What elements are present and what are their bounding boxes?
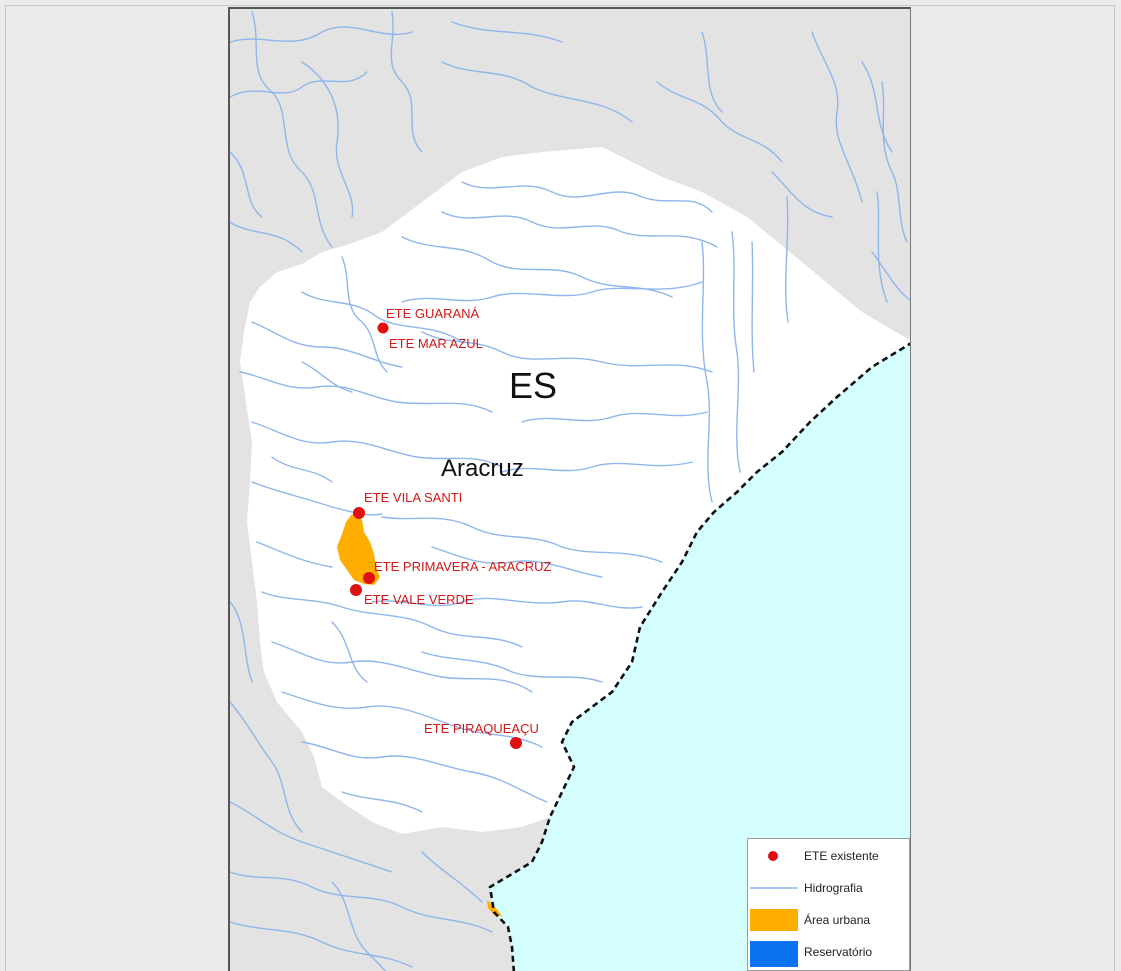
station-piraqueacu-dot[interactable] — [510, 737, 522, 749]
map-legend: ETE existente Hidrografia Área urbana Re… — [747, 838, 910, 971]
legend-item-area-urbana: Área urbana — [748, 905, 909, 935]
map-panel[interactable]: ETE GUARANÁ ETE MAR AZUL ETE VILA SANTI … — [228, 7, 911, 971]
station-label-piraqueacu: ETE PIRAQUEAÇU — [424, 721, 539, 736]
legend-label-ete: ETE existente — [804, 849, 879, 863]
state-coast-boundary — [488, 342, 910, 971]
state-label: ES — [509, 365, 557, 406]
ocean-area — [490, 343, 910, 971]
station-label-mar-azul: ETE MAR AZUL — [389, 336, 483, 351]
urban-area-aracruz — [337, 514, 380, 585]
legend-item-reservatorio: Reservatório — [748, 937, 909, 967]
legend-label-area-urbana: Área urbana — [804, 913, 871, 927]
legend-label-reservatorio: Reservatório — [804, 945, 873, 959]
urban-fill-icon — [750, 909, 798, 931]
station-label-vila-santi: ETE VILA SANTI — [364, 490, 462, 505]
station-label-primavera: ETE PRIMAVERA - ARACRUZ — [374, 559, 552, 574]
station-primavera-dot[interactable] — [363, 572, 375, 584]
station-vila-santi-dot[interactable] — [353, 507, 365, 519]
station-vale-verde-dot[interactable] — [350, 584, 362, 596]
municipality-label: Aracruz — [441, 455, 524, 482]
river-line-icon — [750, 887, 798, 889]
urban-area-small — [487, 900, 502, 916]
legend-label-hidrografia: Hidrografia — [804, 881, 863, 895]
legend-item-ete: ETE existente — [748, 841, 909, 871]
station-label-vale-verde: ETE VALE VERDE — [364, 592, 474, 607]
station-guarana-dot[interactable] — [377, 322, 389, 334]
reservoir-fill-icon — [750, 941, 798, 967]
map-canvas: ETE GUARANÁ ETE MAR AZUL ETE VILA SANTI … — [230, 9, 910, 971]
hydrography — [230, 11, 910, 971]
aracruz-municipality — [240, 147, 910, 834]
legend-item-hidrografia: Hidrografia — [748, 873, 909, 903]
station-label-guarana: ETE GUARANÁ — [386, 306, 480, 321]
red-dot-icon — [768, 851, 778, 861]
